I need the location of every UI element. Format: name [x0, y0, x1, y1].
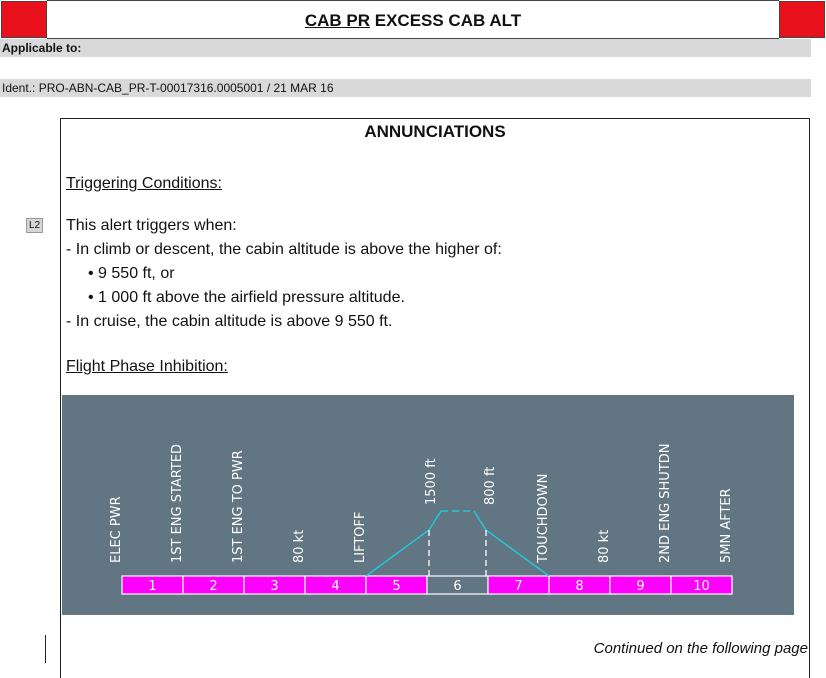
event-label-80kt-landing: 80 kt — [597, 530, 612, 563]
header-left-marker — [1, 1, 47, 38]
page-title: CAB PR EXCESS CAB ALT — [47, 0, 779, 39]
phase-number-2: 2 — [209, 579, 217, 594]
section-title: ANNUNCIATIONS — [364, 122, 506, 141]
triggering-heading: Triggering Conditions: — [66, 175, 222, 192]
trigger-bullet-2: • 1 000 ft above the airfield pressure a… — [88, 289, 405, 306]
trigger-line-2: - In cruise, the cabin altitude is above… — [66, 313, 393, 330]
event-label-5mn-after: 5MN AFTER — [719, 488, 734, 563]
ident-label: Ident.: PRO-ABN-CAB_PR-T-00017316.000500… — [2, 81, 334, 95]
event-label-elec-pwr: ELEC PWR — [109, 496, 124, 563]
phase-number-7: 7 — [514, 579, 522, 594]
inhibition-heading: Flight Phase Inhibition: — [66, 358, 228, 375]
annunciations-frame — [60, 118, 810, 678]
phase-number-9: 9 — [636, 579, 644, 594]
trigger-intro: This alert triggers when: — [66, 217, 237, 234]
event-label-first-eng-started: 1ST ENG STARTED — [170, 444, 185, 563]
phase-number-8: 8 — [575, 579, 583, 594]
trigger-bullet-1: • 9 550 ft, or — [88, 265, 175, 282]
title-acronym: CAB PR — [304, 11, 371, 30]
phase-number-10: 10 — [693, 579, 710, 594]
event-label-liftoff: LIFTOFF — [353, 512, 368, 563]
applicable-label: Applicable to: — [2, 41, 82, 55]
applicable-bar: Applicable to: — [0, 39, 811, 57]
page-header: CAB PR EXCESS CAB ALT — [0, 0, 826, 39]
revision-badge: L2 — [26, 218, 44, 233]
altitude-label-1500: 1500 ft — [424, 458, 439, 505]
event-label-first-eng-to-pwr: 1ST ENG TO PWR — [231, 450, 246, 563]
phase-number-6: 6 — [453, 579, 461, 594]
altitude-label-800: 800 ft — [483, 467, 498, 505]
event-label-80kt-takeoff: 80 kt — [292, 530, 307, 563]
flight-phase-chart: 1 2 3 4 5 6 7 8 9 10 ELEC PWR 1ST ENG STARTED 1ST EN… — [109, 443, 734, 595]
header-right-marker — [779, 1, 825, 38]
continued-note: Continued on the following page — [593, 640, 808, 657]
phase-box-10 — [670, 575, 733, 595]
phase-number-3: 3 — [270, 579, 278, 594]
title-text: EXCESS CAB ALT — [370, 11, 522, 30]
flight-phase-diagram: 1 2 3 4 5 6 7 8 9 10 ELEC PWR 1ST ENG STARTED 1ST EN… — [62, 395, 794, 615]
trigger-line-1: - In climb or descent, the cabin altitud… — [66, 241, 502, 258]
phase-number-4: 4 — [331, 579, 339, 594]
phase-number-1: 1 — [148, 579, 156, 594]
margin-rule — [45, 635, 46, 663]
phase-number-5: 5 — [392, 579, 400, 594]
ident-bar: Ident.: PRO-ABN-CAB_PR-T-00017316.000500… — [0, 79, 811, 97]
event-label-second-eng-shutdn: 2ND ENG SHUTDN — [658, 443, 673, 563]
climb-line — [365, 510, 442, 577]
event-label-touchdown: TOUCHDOWN — [536, 474, 551, 564]
